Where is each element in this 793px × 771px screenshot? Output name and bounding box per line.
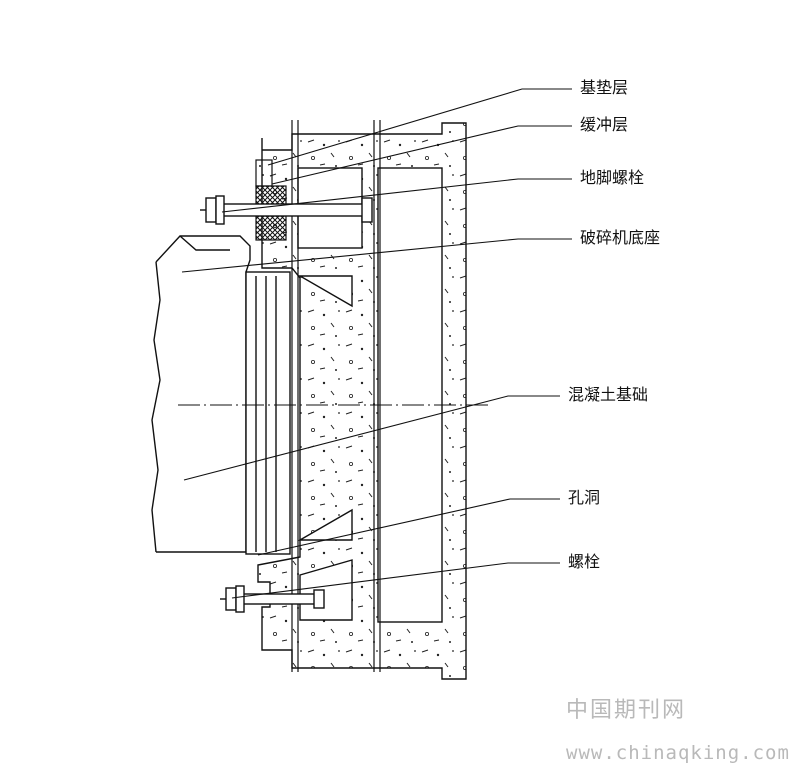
leader-crusher-base <box>181 238 572 273</box>
label-crusher-base: 破碎机底座 <box>580 228 661 247</box>
leader-anchor-bolt <box>221 178 572 213</box>
bedding-strip <box>255 159 273 187</box>
bolt-recess-lower <box>299 559 353 621</box>
label-concrete-foundation: 混凝土基础 <box>568 385 649 404</box>
leader-lines <box>181 88 572 599</box>
buffer-pad-lower <box>255 215 287 241</box>
watermark-site-name: 中国期刊网 <box>566 698 687 723</box>
crusher-body-jagged <box>151 261 161 553</box>
crusher-body-outline <box>155 235 251 553</box>
anchor-bolt-upper <box>200 195 373 225</box>
label-hole: 孔洞 <box>568 488 601 507</box>
concrete-foundation <box>257 122 467 680</box>
bolt-lower <box>220 585 325 613</box>
crusher-base <box>151 235 291 555</box>
bolt-nut-left <box>225 587 237 611</box>
leader-bolt <box>231 562 560 599</box>
bolt-nut-right <box>313 589 325 609</box>
leader-buffer-layer <box>271 125 572 185</box>
label-bolt: 螺栓 <box>568 552 601 571</box>
anchor-bolt-nut-right <box>361 197 373 223</box>
crusher-chamfer <box>179 235 230 251</box>
leader-hole <box>257 498 560 556</box>
foundation-cavity <box>377 167 443 623</box>
base-plate <box>245 271 291 555</box>
leader-concrete-foundation <box>183 395 560 481</box>
leader-bedding-layer <box>267 88 572 166</box>
label-anchor-bolt: 地脚螺栓 <box>580 168 645 187</box>
anchor-bolt-washer-left <box>215 195 225 225</box>
anchor-bolt-nut-left <box>205 197 217 223</box>
taper-upper <box>297 275 353 308</box>
label-buffer-layer: 缓冲层 <box>580 115 629 134</box>
bolt-washer-left <box>235 585 245 613</box>
label-bedding-layer: 基垫层 <box>580 78 629 97</box>
watermark-site-url: www.chinaqking.com <box>566 742 790 764</box>
